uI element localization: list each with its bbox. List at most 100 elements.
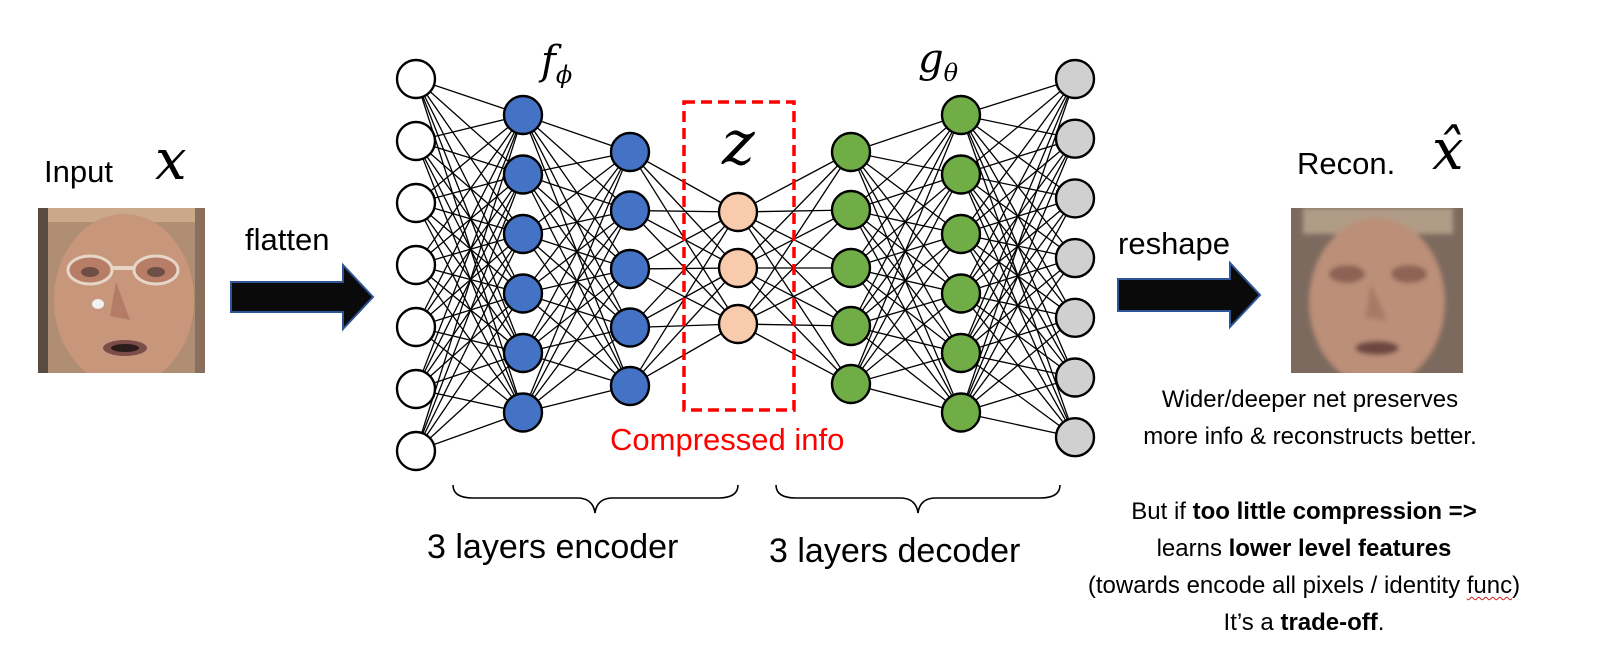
edge <box>415 78 524 175</box>
edge <box>522 151 631 235</box>
output-layer-node <box>1054 417 1096 458</box>
decoder-layer-2-node <box>940 273 982 314</box>
edge <box>415 140 524 235</box>
encoder-layer-2-node <box>609 131 651 173</box>
input-label: Input <box>44 154 113 189</box>
flatten-label: flatten <box>245 222 330 257</box>
edge <box>415 264 524 354</box>
edge <box>415 140 524 413</box>
edge <box>415 78 524 354</box>
edge <box>850 151 962 235</box>
encoder-brace <box>452 484 739 514</box>
edge <box>415 264 524 413</box>
latent-layer-node <box>717 191 759 233</box>
edge <box>850 114 962 211</box>
edge <box>522 151 631 294</box>
decoder-layer-2-node <box>940 94 982 136</box>
edge <box>629 267 739 387</box>
note2-l2-bold: lower level features <box>1228 535 1452 562</box>
recon-label: Recon. <box>1297 146 1396 181</box>
input-layer-node <box>395 430 437 472</box>
note2-l3-close: ) <box>1512 572 1521 599</box>
input-face-image <box>38 208 205 373</box>
note-trade-off: But if too little compression => learns … <box>1044 493 1564 641</box>
encoder-caption: 3 layers encoder <box>427 528 679 566</box>
latent-box <box>682 100 796 412</box>
edge <box>415 326 524 414</box>
input-layer-node <box>395 182 437 224</box>
edge <box>960 198 1076 413</box>
edge <box>850 267 962 354</box>
decoder-layer-1-node <box>830 247 872 289</box>
note2-l4-text: It’s a <box>1223 609 1281 636</box>
encoder-layer-2-node <box>609 248 651 290</box>
input-layer-node <box>395 58 437 100</box>
decoder-layer-2-node <box>940 213 982 255</box>
encoder-symbol-main: f <box>541 38 556 84</box>
input-layer-node <box>395 306 437 348</box>
note2-l1-text: But if <box>1131 498 1193 525</box>
latent-layer-node <box>717 247 759 289</box>
note2-l3-func: func <box>1466 572 1513 599</box>
latent-symbol: z <box>722 106 755 179</box>
note2-l4-bold: trade-off <box>1280 609 1378 636</box>
edge <box>850 114 962 385</box>
edge <box>850 209 962 295</box>
decoder-symbol-main: g <box>918 36 944 82</box>
reshape-arrow <box>1117 260 1262 330</box>
note2-l2-text: learns <box>1156 535 1229 562</box>
recon-symbol: x̂ <box>1432 118 1464 183</box>
edge <box>415 78 524 235</box>
edge <box>522 326 631 414</box>
decoder-layer-1-node <box>830 305 872 347</box>
edge <box>629 267 739 329</box>
edge <box>737 267 852 327</box>
encoder-symbol: fϕ <box>541 38 572 89</box>
decoder-layer-2-node <box>940 154 982 195</box>
edge <box>415 202 524 413</box>
output-layer-node <box>1054 118 1096 159</box>
input-symbol: x <box>155 128 187 193</box>
edge <box>415 352 524 452</box>
note2-line3: (towards encode all pixels / identity fu… <box>1044 567 1564 604</box>
encoder-layer-1-node <box>502 213 544 255</box>
edge <box>960 78 1076 175</box>
note1-line1: Wider/deeper net preserves <box>1161 386 1459 413</box>
recon-face-image <box>1291 208 1463 373</box>
note2-l4-period: . <box>1377 609 1385 636</box>
edge <box>737 151 852 269</box>
edge <box>415 114 524 204</box>
decoder-caption: 3 layers decoder <box>769 532 1021 570</box>
edge <box>850 114 962 269</box>
decoder-layer-1-node <box>830 189 872 231</box>
output-layer-node <box>1054 178 1096 219</box>
edge <box>960 78 1076 235</box>
note2-line1: But if too little compression => <box>1044 493 1564 530</box>
note2-line4: It’s a trade-off. <box>1044 604 1564 641</box>
encoder-layer-1-node <box>502 273 544 314</box>
note2-l3-text: (towards encode all pixels / identity <box>1087 572 1467 599</box>
edge <box>850 292 962 385</box>
edge <box>629 151 739 269</box>
input-layer-node <box>395 244 437 286</box>
edge <box>415 114 524 266</box>
edge <box>737 267 852 325</box>
edge <box>850 209 962 354</box>
edge <box>522 151 631 354</box>
note1-line2: more info & reconstructs better. <box>1143 423 1477 450</box>
edge <box>522 210 631 413</box>
edge <box>415 174 524 452</box>
encoder-layer-1-node <box>502 94 544 136</box>
edge <box>415 114 524 390</box>
encoder-layer-2-node <box>609 307 651 348</box>
edge <box>415 114 524 328</box>
edge <box>415 78 524 294</box>
edge <box>850 233 962 385</box>
edge <box>960 78 1076 354</box>
edge <box>850 114 962 327</box>
edge <box>415 233 524 452</box>
edge <box>960 257 1076 413</box>
output-layer-node <box>1054 297 1096 338</box>
network-nodes <box>395 58 1096 472</box>
